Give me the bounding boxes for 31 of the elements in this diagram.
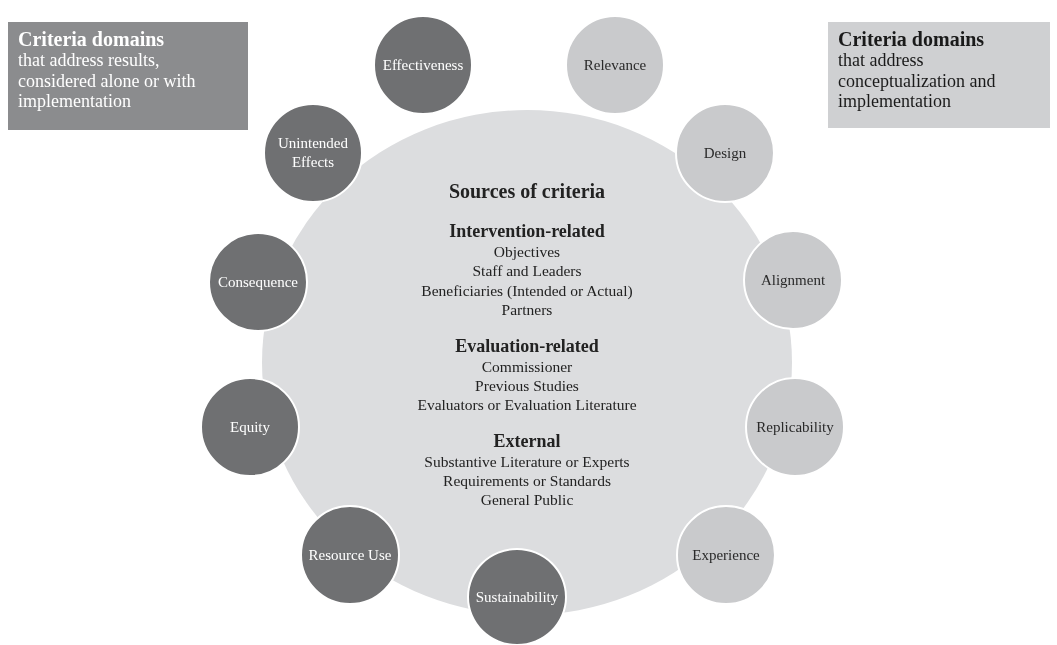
domain-label: Alignment [759, 270, 827, 290]
domain-label: Design [702, 143, 748, 163]
domain-label: Replicability [755, 417, 835, 437]
list-item: Beneficiaries (Intended or Actual) [421, 280, 633, 301]
note-panel [828, 22, 1050, 128]
domain-label: Equity [229, 417, 271, 437]
panel-text: that address conceptualization and implementation [838, 50, 997, 113]
domain-label: Sustainability [474, 587, 560, 607]
domain-label: Effectiveness [381, 55, 465, 75]
list-item: Requirements or Standards [443, 471, 611, 491]
list-item: Commissioner [481, 356, 573, 376]
circle-title: Sources of criteria [448, 180, 606, 203]
list-item: Partners [501, 300, 553, 320]
section-heading: External [493, 430, 561, 452]
domain-label: Consequence [217, 272, 299, 292]
list-item: Previous Studies [475, 375, 579, 396]
domain-label: Resource Use [307, 545, 393, 565]
panel-heading: Criteria domains [838, 28, 986, 50]
panel-heading: Criteria domains [18, 28, 166, 50]
list-item: Staff and Leaders [472, 261, 582, 281]
list-item: Substantive Literature or Experts [424, 451, 630, 471]
panel-text: that address results, considered alone or with implementation [18, 50, 197, 113]
list-item: General Public [480, 490, 574, 510]
section-heading: Intervention-related [449, 221, 605, 242]
list-item: Objectives [493, 242, 561, 262]
list-item: Evaluators or Evaluation Literature [417, 395, 637, 415]
domain-label: Experience [691, 545, 761, 565]
section-heading: Evaluation-related [455, 335, 599, 357]
domain-label: Relevance [582, 55, 648, 75]
note-panel [8, 22, 248, 130]
domain-label: Unintended Effects [277, 134, 349, 172]
